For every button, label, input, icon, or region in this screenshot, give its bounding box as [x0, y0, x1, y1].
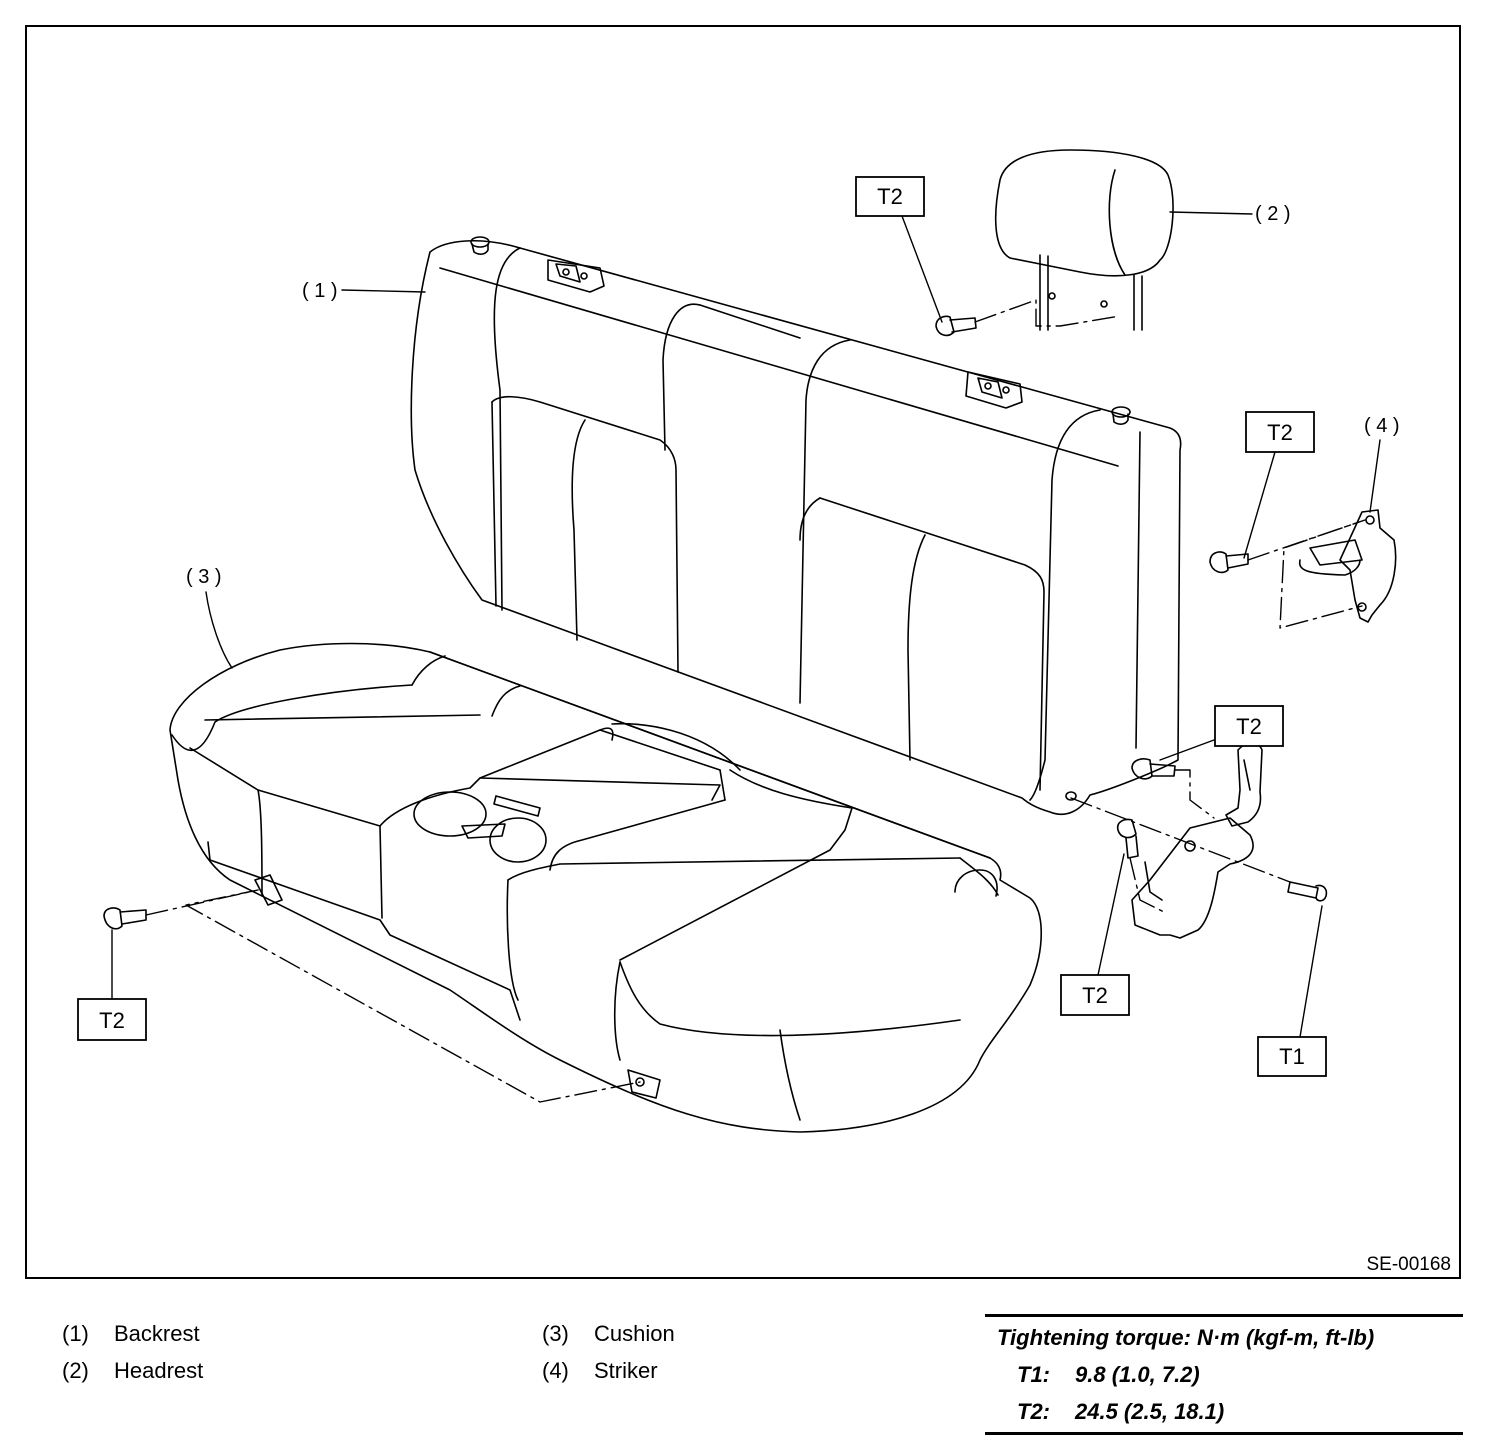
legend-number: (3) [542, 1321, 569, 1346]
legend-item: (2) Headrest [62, 1352, 203, 1389]
svg-text:T2: T2 [877, 184, 903, 209]
legend-name: Cushion [594, 1321, 675, 1346]
legend-number: (4) [542, 1358, 569, 1383]
svg-text:T1: T1 [1279, 1044, 1305, 1069]
cushion [169, 642, 1043, 1133]
torque-tag-headrest-bolt: T2 [855, 176, 925, 217]
legend-right: (3) Cushion (4) Striker [542, 1315, 675, 1389]
torque-table: Tightening torque: N·m (kgf-m, ft-lb) T1… [985, 1314, 1463, 1435]
svg-text:T2: T2 [1236, 714, 1262, 739]
callout-backrest: ( 1 ) [302, 280, 338, 302]
callout-striker: ( 4 ) [1364, 415, 1400, 437]
torque-value: 24.5 (2.5, 18.1) [1075, 1399, 1225, 1424]
svg-text:T2: T2 [1267, 420, 1293, 445]
svg-text:T2: T2 [1082, 983, 1108, 1008]
torque-tag-hinge-screw: T1 [1257, 1036, 1327, 1077]
torque-tag-hinge-upper-bolt: T2 [1214, 705, 1284, 747]
figure-id: SE-00168 [1366, 1254, 1451, 1275]
legend-item: (1) Backrest [62, 1315, 203, 1352]
legend-name: Striker [594, 1358, 658, 1383]
torque-label: T1: [1017, 1362, 1050, 1387]
leader-lines [111, 211, 1381, 1038]
torque-row: T1: 9.8 (1.0, 7.2) [985, 1356, 1463, 1393]
headrest [994, 149, 1174, 331]
torque-tag-cushion-bolt: T2 [77, 998, 147, 1041]
torque-tag-hinge-lower-bolt: T2 [1060, 974, 1130, 1016]
torque-tag-striker-bolt: T2 [1245, 411, 1315, 453]
legend-item: (3) Cushion [542, 1315, 675, 1352]
torque-value: 9.8 (1.0, 7.2) [1075, 1362, 1200, 1387]
legend-left: (1) Backrest (2) Headrest [62, 1315, 203, 1389]
torque-row: T2: 24.5 (2.5, 18.1) [985, 1393, 1463, 1430]
legend-item: (4) Striker [542, 1352, 675, 1389]
svg-text:T2: T2 [99, 1008, 125, 1033]
legend-name: Backrest [114, 1321, 200, 1346]
fasteners [103, 315, 1328, 930]
callout-headrest: ( 2 ) [1255, 203, 1291, 225]
torque-label: T2: [1017, 1399, 1050, 1424]
striker [1298, 509, 1397, 623]
seat-exploded-diagram: ( 1 ) ( 2 ) ( 3 ) ( 4 ) T2 T2 T2 T2 T1 T… [25, 25, 1461, 1279]
assembly-lines [145, 299, 1366, 1103]
callout-cushion: ( 3 ) [186, 566, 222, 588]
legend-number: (2) [62, 1358, 89, 1383]
backrest [410, 236, 1182, 816]
legend-name: Headrest [114, 1358, 204, 1383]
diagram-frame [25, 25, 1461, 1279]
torque-table-title: Tightening torque: N·m (kgf-m, ft-lb) [997, 1325, 1375, 1350]
legend-number: (1) [62, 1321, 89, 1346]
